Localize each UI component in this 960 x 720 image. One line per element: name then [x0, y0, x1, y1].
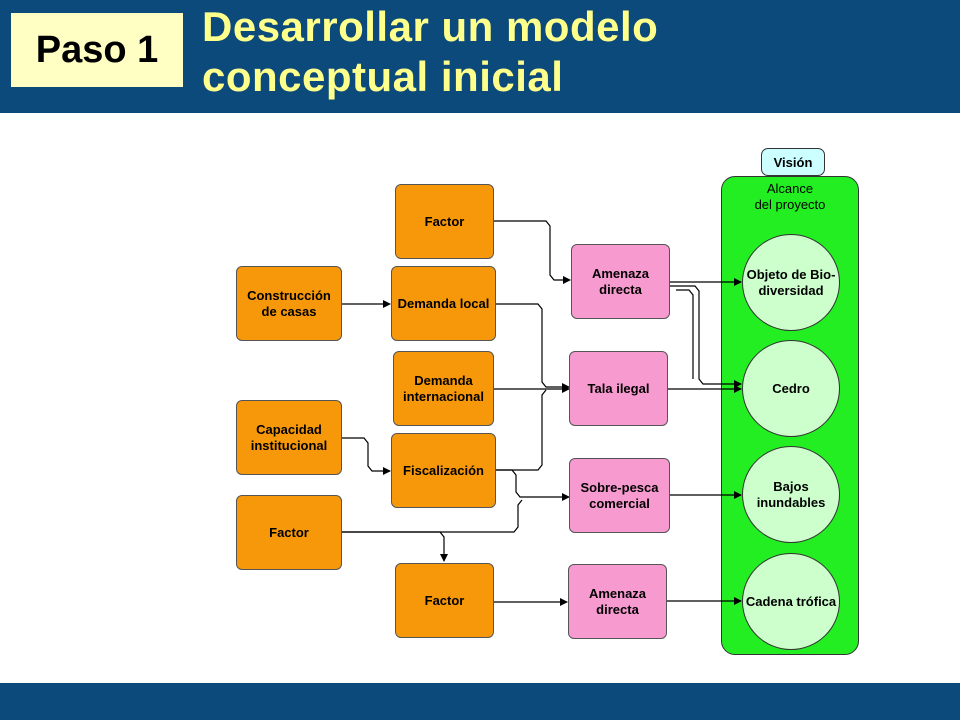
- link-factor-left-to-sobrepesca: [342, 499, 523, 533]
- factor-node-capacidad-institucional: Capacidad institucional: [236, 400, 342, 475]
- target-node-cadena-trofica: Cadena trófica: [742, 553, 840, 650]
- target-node-bajos-inundables: Bajos inundables: [742, 446, 840, 543]
- title-line-1: Desarrollar un modelo: [202, 3, 659, 50]
- target-node-cedro: Cedro: [742, 340, 840, 437]
- threat-node-amenaza-directa-2: Amenaza directa: [568, 564, 667, 639]
- page-title: Desarrollar un modelo conceptual inicial: [202, 2, 942, 102]
- link-capacidad-to-fiscalizacion: [342, 437, 391, 475]
- link-threat1-to-cedro-b: [676, 289, 694, 379]
- factor-node-demanda-local: Demanda local: [391, 266, 496, 341]
- step-badge: Paso 1: [11, 13, 183, 87]
- factor-node-fiscalizacion: Fiscalización: [391, 433, 496, 508]
- link-demanda-local-to-tala: [496, 303, 570, 391]
- footer-bar: [0, 683, 960, 720]
- threat-node-sobre-pesca-comercial: Sobre-pesca comercial: [569, 458, 670, 533]
- vision-box: Visión: [761, 148, 825, 176]
- title-line-2: conceptual inicial: [202, 53, 564, 100]
- factor-node-left-bottom: Factor: [236, 495, 342, 570]
- target-node-objeto-de-biodiversidad: Objeto de Bio-diversidad: [742, 234, 840, 331]
- factor-node-bottom: Factor: [395, 563, 494, 638]
- factor-node-construccion-de-casas: Construcción de casas: [236, 266, 342, 341]
- link-threat1-to-cedro-a: [670, 285, 742, 388]
- link-fiscalizacion-to-sobrepesca: [496, 469, 570, 501]
- factor-node-top: Factor: [395, 184, 494, 259]
- link-factor-top-to-threat1: [494, 220, 571, 284]
- factor-node-demanda-internacional: Demanda internacional: [393, 351, 494, 426]
- scope-label-line-1: Alcance: [766, 181, 814, 196]
- threat-node-tala-ilegal: Tala ilegal: [569, 351, 668, 426]
- project-scope-label: Alcance del proyecto: [721, 181, 859, 213]
- link-fiscalizacion-to-tala: [496, 389, 547, 471]
- link-factor-left-to-factor-bottom: [342, 531, 448, 562]
- scope-label-line-2: del proyecto: [754, 197, 826, 212]
- threat-node-amenaza-directa-1: Amenaza directa: [571, 244, 670, 319]
